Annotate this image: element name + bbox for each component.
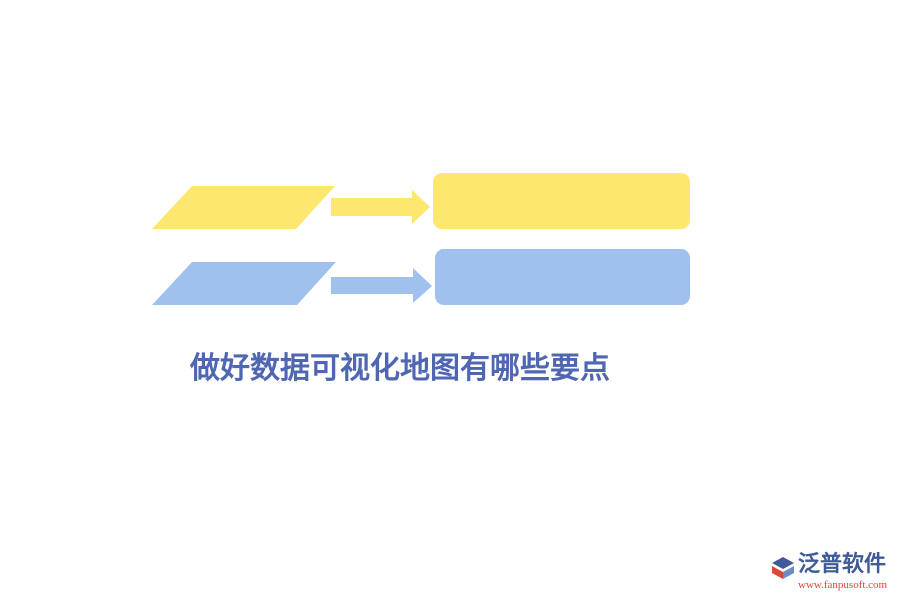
diagram-title: 做好数据可视化地图有哪些要点 xyxy=(190,351,610,386)
flow-row-1 xyxy=(152,173,690,229)
output-box-2 xyxy=(435,249,690,305)
input-parallelogram-2 xyxy=(152,262,336,305)
logo-url: www.fanpusoft.com xyxy=(798,579,888,591)
arrow-right-icon xyxy=(331,190,430,224)
brand-logo[interactable]: 泛普软件 www.fanpusoft.com xyxy=(770,552,895,596)
logo-name: 泛普软件 xyxy=(798,552,887,577)
input-parallelogram-1 xyxy=(152,186,335,229)
output-box-1 xyxy=(433,173,690,229)
arrow-right-icon xyxy=(331,268,432,303)
flow-row-2 xyxy=(152,249,690,305)
fanpu-logo-icon xyxy=(772,557,794,579)
